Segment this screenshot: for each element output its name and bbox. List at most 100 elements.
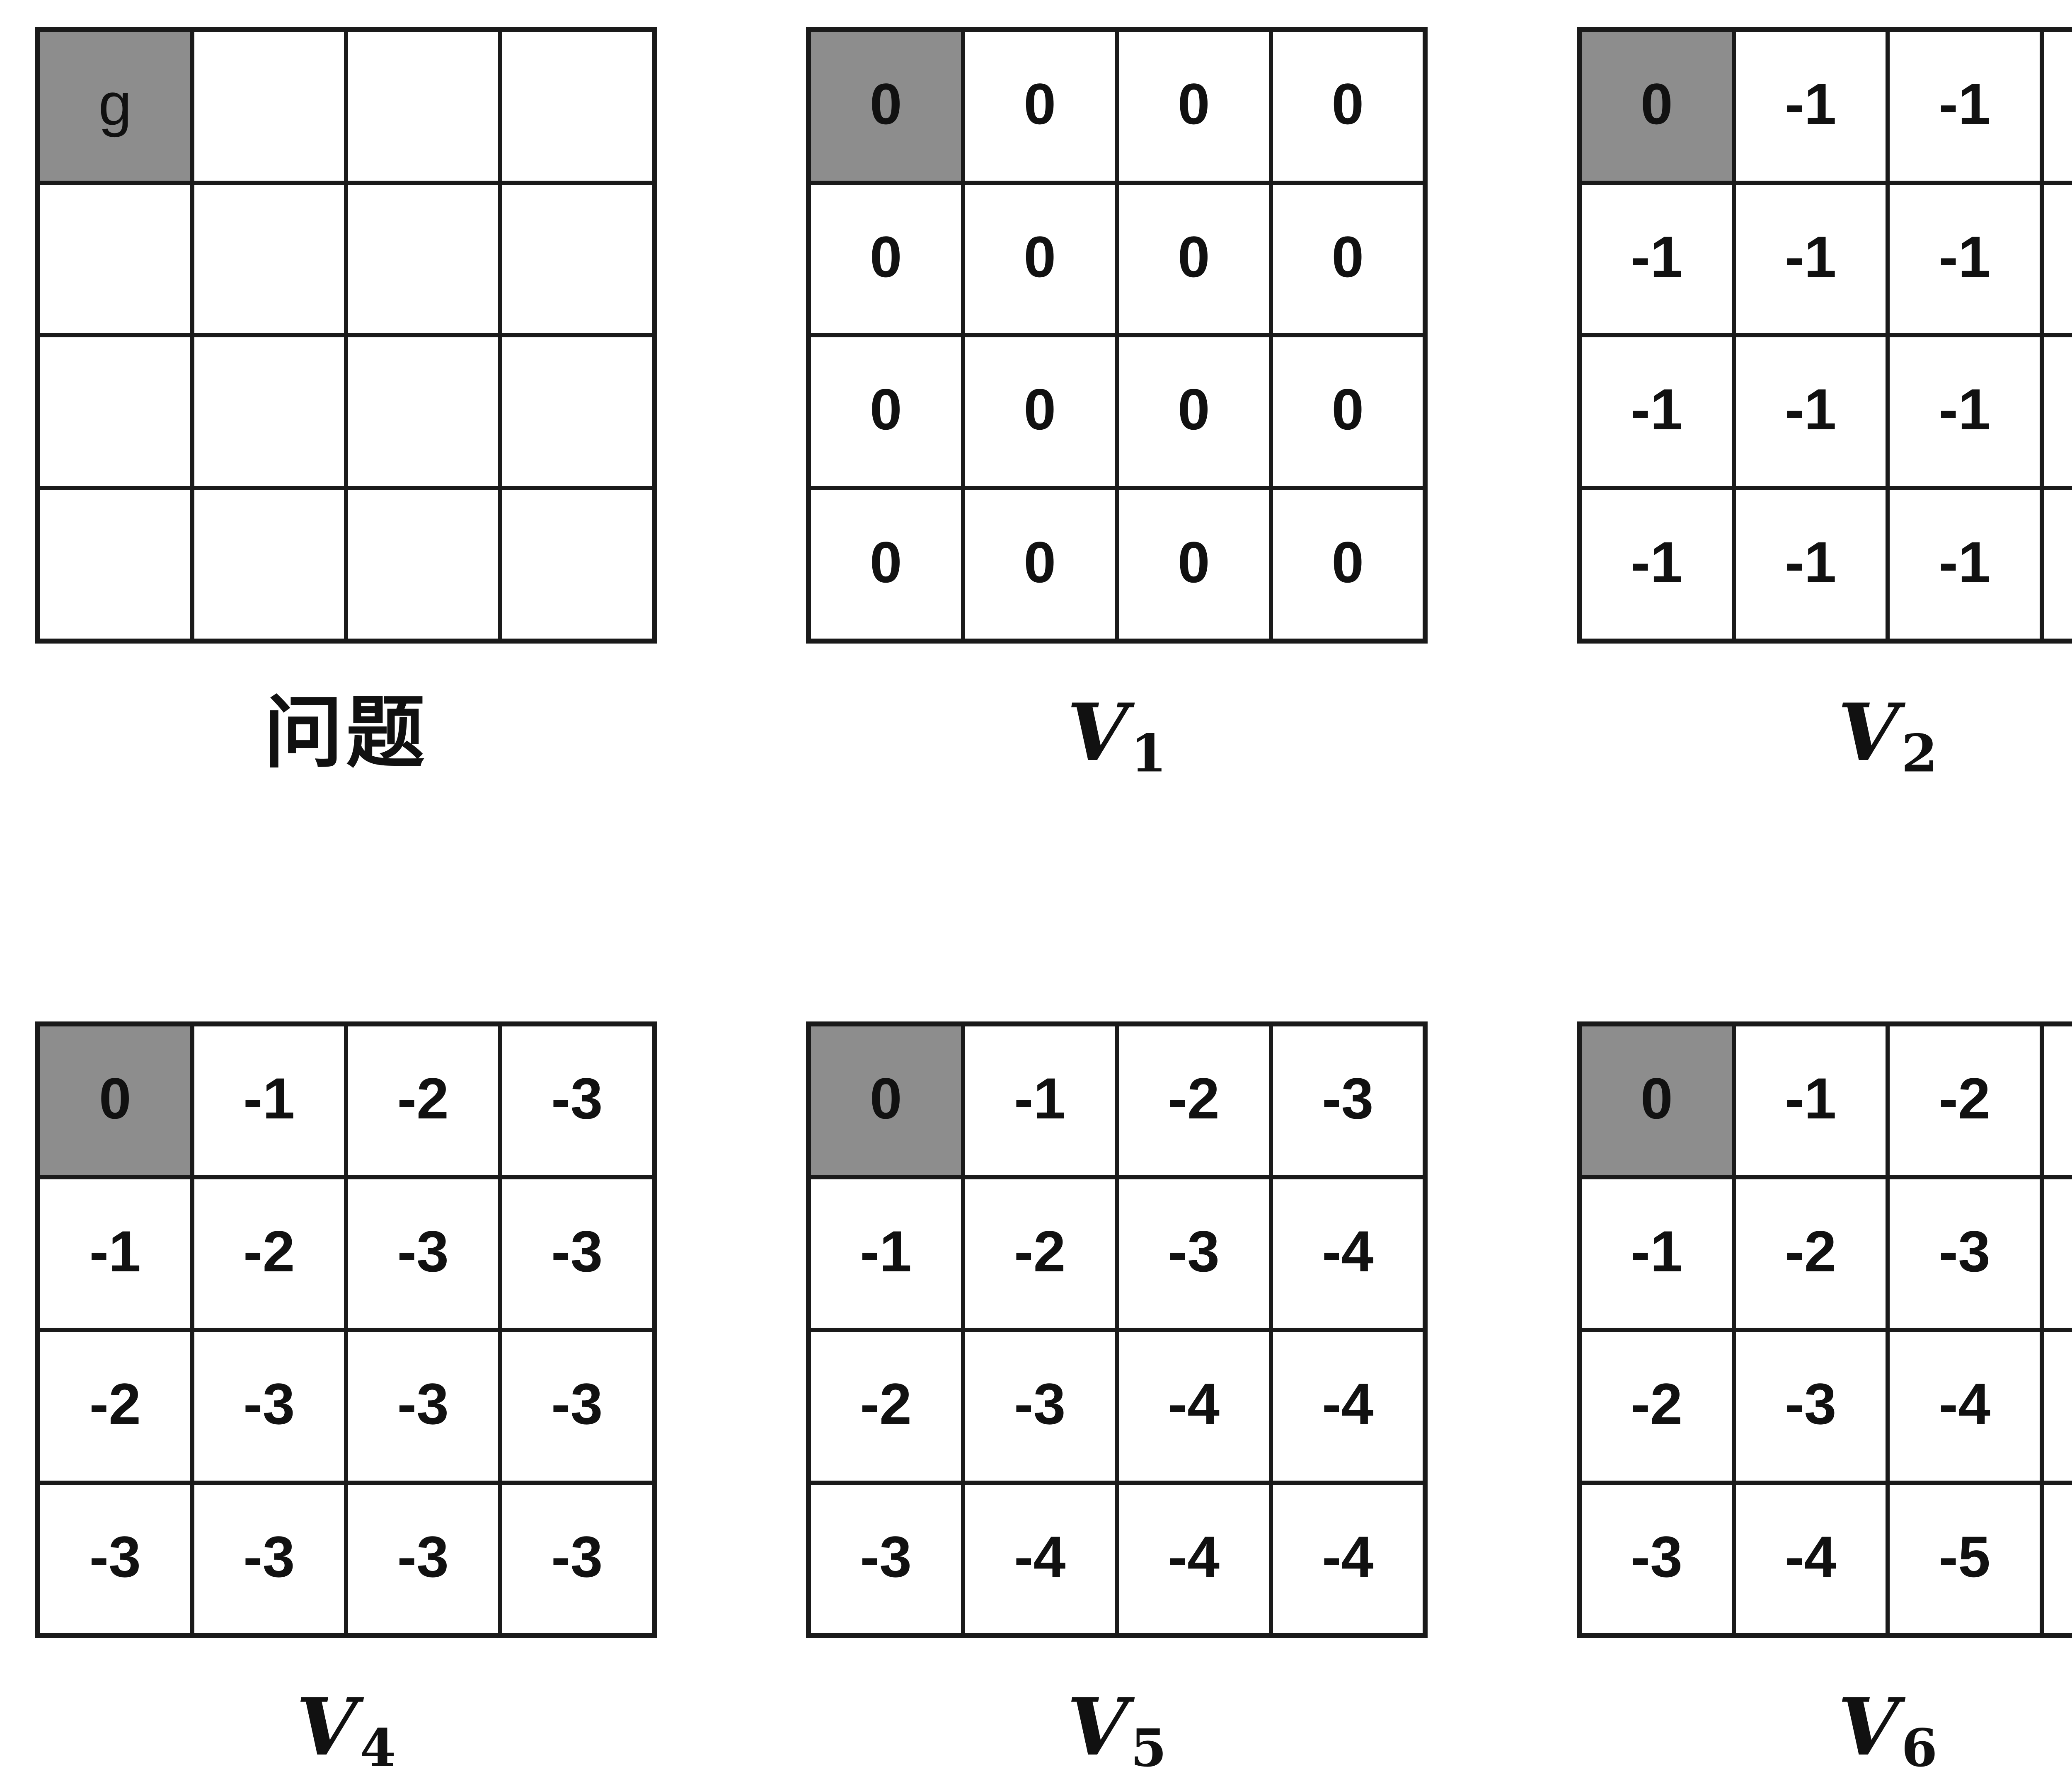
grid-cell-r0c2: 0 (1117, 30, 1271, 183)
grid-label-problem: 问题 (35, 689, 657, 776)
grid-cell-r2c0: -2 (38, 1330, 192, 1483)
grid-cell-r3c2: -1 (1888, 488, 2042, 641)
grid-cell-r1c0: 0 (809, 182, 963, 335)
gridworld-v5: 0-1-2-3-1-2-3-4-2-3-4-4-3-4-4-4 (806, 1021, 1428, 1638)
grid-cell-r0c3: 0 (1271, 30, 1425, 183)
grid-cell-r2c3: -4 (1271, 1330, 1425, 1483)
grid-cell-r1c3: -4 (2041, 1177, 2072, 1330)
grid-cell-r0c3: -3 (1271, 1024, 1425, 1177)
grid-cell-r0c2: -1 (1888, 30, 2042, 183)
grid-cell-r2c1: -3 (192, 1330, 346, 1483)
grid-cell-r0c3 (500, 30, 654, 183)
grid-cell-r1c2: -1 (1888, 182, 2042, 335)
grid-cell-r3c2: -3 (346, 1482, 500, 1635)
grid-figure-v6: 0-1-2-3-1-2-3-4-2-3-4-5-3-4-5-5 V6 (1577, 1021, 2072, 1774)
grid-cell-r3c1: -1 (1733, 488, 1888, 641)
grid-cell-r1c3: -4 (1271, 1177, 1425, 1330)
v-label-subscript: 1 (1130, 723, 1167, 784)
grid-cell-r1c3: 0 (1271, 182, 1425, 335)
grid-cell-r3c3: -5 (2041, 1482, 2072, 1635)
v-label-base: V (1837, 686, 1899, 779)
grid-cell-r0c2 (346, 30, 500, 183)
grid-cell-r2c2 (346, 335, 500, 488)
problem-label-text: 问题 (264, 686, 428, 779)
grid-cell-r0c1: 0 (963, 30, 1117, 183)
grid-cell-r2c0: -2 (809, 1330, 963, 1483)
grid-cell-r1c2: -3 (1888, 1177, 2042, 1330)
grid-cell-r2c2: 0 (1117, 335, 1271, 488)
grid-cell-r0c1: -1 (192, 1024, 346, 1177)
grid-cell-r2c0: 0 (809, 335, 963, 488)
grid-figure-v2: 0-1-1-1-1-1-1-1-1-1-1-1-1-1-1-1 V2 (1577, 27, 2072, 786)
grid-figure-v5: 0-1-2-3-1-2-3-4-2-3-4-4-3-4-4-4 V5 (806, 1021, 1428, 1774)
grid-cell-r2c0 (38, 335, 192, 488)
grid-cell-r1c2 (346, 182, 500, 335)
grid-cell-r2c2: -1 (1888, 335, 2042, 488)
goal-cell: g (38, 30, 192, 183)
grid-cell-r0c1: -1 (1733, 1024, 1888, 1177)
gridworld-v6: 0-1-2-3-1-2-3-4-2-3-4-5-3-4-5-5 (1577, 1021, 2072, 1638)
grid-cell-r3c3: 0 (1271, 488, 1425, 641)
grid-cell-r0c3: -3 (500, 1024, 654, 1177)
v-label-subscript: 2 (1901, 723, 1938, 784)
grid-cell-r2c1: -3 (1733, 1330, 1888, 1483)
grid-cell-r1c1: -1 (1733, 182, 1888, 335)
grid-cell-r2c3: 0 (1271, 335, 1425, 488)
grid-cell-r1c0: -1 (38, 1177, 192, 1330)
grid-cell-r1c1: -2 (1733, 1177, 1888, 1330)
v-label-subscript: 5 (1130, 1718, 1167, 1774)
v-label-base: V (296, 1681, 358, 1773)
v-label-base: V (1837, 1681, 1899, 1773)
grid-figure-v4: 0-1-2-3-1-2-3-3-2-3-3-3-3-3-3-3 V4 (35, 1021, 657, 1774)
grid-cell-r1c1: -2 (192, 1177, 346, 1330)
grid-cell-r3c1: -4 (1733, 1482, 1888, 1635)
grid-cell-r0c1: -1 (963, 1024, 1117, 1177)
grid-cell-r3c3 (500, 488, 654, 641)
grid-label-v5: V5 (806, 1684, 1428, 1774)
grid-cell-r3c1 (192, 488, 346, 641)
grid-cell-r0c0: 0 (809, 30, 963, 183)
grid-cell-r2c3 (500, 335, 654, 488)
grid-cell-r2c3: -1 (2041, 335, 2072, 488)
grid-cell-r1c3: -3 (500, 1177, 654, 1330)
grid-cell-r0c2: -2 (1888, 1024, 2042, 1177)
grid-cell-r2c1: 0 (963, 335, 1117, 488)
grid-cell-r3c0: -1 (1580, 488, 1734, 641)
grid-cell-r1c1: -2 (963, 1177, 1117, 1330)
grid-cell-r2c2: -4 (1888, 1330, 2042, 1483)
grid-cell-r3c2 (346, 488, 500, 641)
grid-cell-r2c1: -3 (963, 1330, 1117, 1483)
grid-cell-r1c0: -1 (1580, 1177, 1734, 1330)
grid-cell-r3c3: -3 (500, 1482, 654, 1635)
grid-label-v4: V4 (35, 1684, 657, 1774)
grid-cell-r3c0: -3 (38, 1482, 192, 1635)
grid-cell-r1c0: -1 (809, 1177, 963, 1330)
grid-cell-r3c3: -4 (1271, 1482, 1425, 1635)
grid-cell-r1c2: -3 (346, 1177, 500, 1330)
gridworld-problem: g (35, 27, 657, 644)
grid-cell-r3c0: -3 (809, 1482, 963, 1635)
grid-cell-r3c2: 0 (1117, 488, 1271, 641)
grid-cell-r0c0: 0 (1580, 1024, 1734, 1177)
grid-cell-r3c3: -1 (2041, 488, 2072, 641)
grid-cell-r2c2: -3 (346, 1330, 500, 1483)
grid-cell-r3c0: 0 (809, 488, 963, 641)
grid-cell-r2c3: -3 (500, 1330, 654, 1483)
grid-cell-r1c0 (38, 182, 192, 335)
grid-cell-r0c3: -1 (2041, 30, 2072, 183)
gridworld-v2: 0-1-1-1-1-1-1-1-1-1-1-1-1-1-1-1 (1577, 27, 2072, 644)
grid-cell-r1c3 (500, 182, 654, 335)
grid-cell-r0c3: -3 (2041, 1024, 2072, 1177)
grid-label-v2: V2 (1577, 689, 2072, 786)
grid-cell-r2c0: -1 (1580, 335, 1734, 488)
grid-figure-problem: g 问题 (35, 27, 657, 776)
grid-cell-r0c2: -2 (346, 1024, 500, 1177)
grid-cell-r0c2: -2 (1117, 1024, 1271, 1177)
grid-cell-r3c1: -3 (192, 1482, 346, 1635)
grid-cell-r2c1 (192, 335, 346, 488)
v-label-base: V (1067, 686, 1128, 779)
grid-cell-r3c0: -3 (1580, 1482, 1734, 1635)
